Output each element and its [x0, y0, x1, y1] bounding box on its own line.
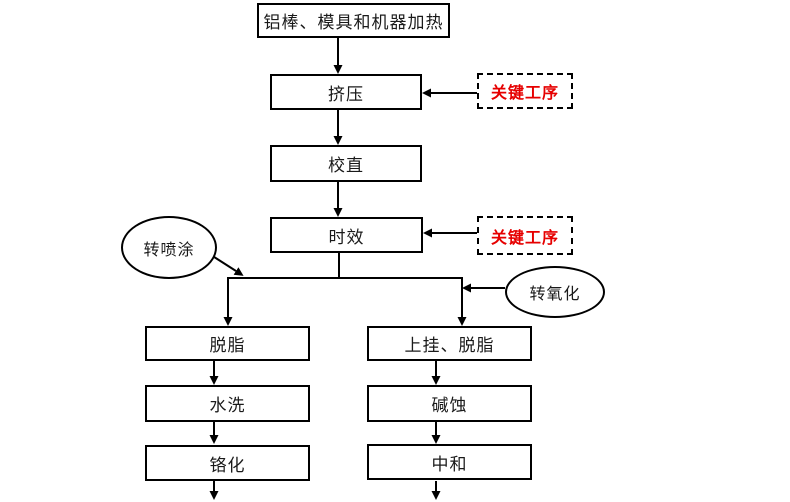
node-extrude: 挤压	[270, 74, 422, 110]
node-neutralize: 中和	[367, 444, 532, 480]
node-aging: 时效	[270, 217, 423, 253]
ellipse-to-spray: 转喷涂	[121, 216, 217, 279]
node-alkali-etch: 碱蚀	[367, 385, 532, 422]
callout-key-process-2: 关键工序	[477, 216, 573, 255]
node-heat: 铝棒、模具和机器加热	[257, 3, 450, 38]
node-degrease: 脱脂	[145, 326, 310, 361]
node-straighten: 校直	[270, 145, 422, 182]
callout-key-process-1: 关键工序	[477, 73, 573, 109]
node-hang-degrease: 上挂、脱脂	[367, 326, 532, 361]
node-chromate: 铬化	[145, 445, 310, 481]
connector-tospray-to-branch	[210, 254, 244, 276]
node-wash: 水洗	[145, 385, 310, 422]
ellipse-to-oxidation: 转氧化	[505, 266, 605, 318]
